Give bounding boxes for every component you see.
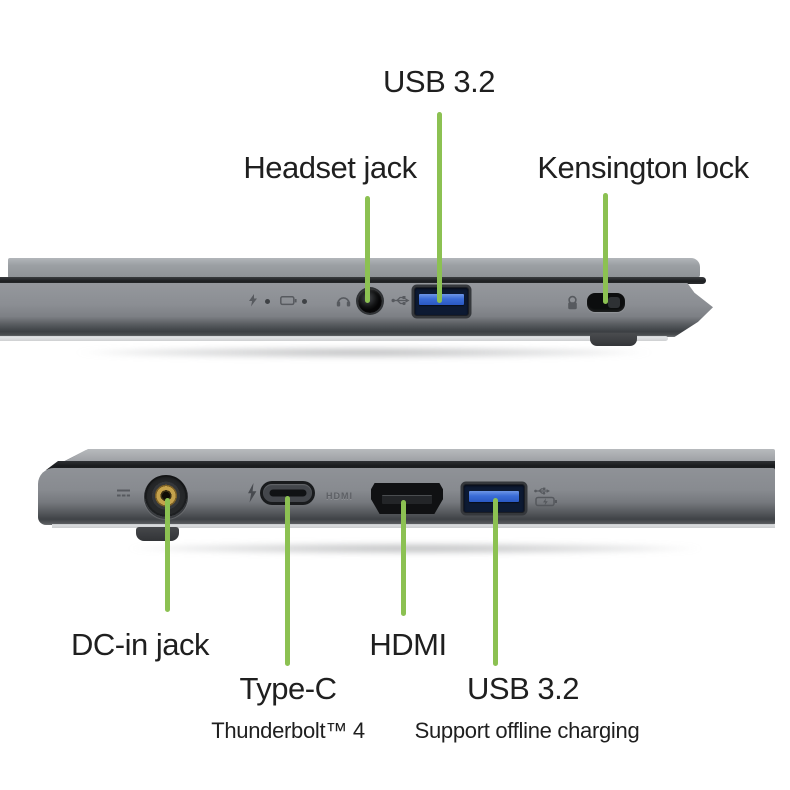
callout-label-kensington-lock: Kensington lock	[537, 150, 749, 185]
usb-a-tongue	[419, 293, 464, 305]
bottom-laptop-rubber-foot	[136, 527, 179, 541]
power-led-icon	[249, 294, 257, 307]
top-laptop-shadow	[0, 345, 736, 360]
bottom-laptop-lid-edge	[62, 449, 775, 463]
hdmi-slot	[381, 494, 433, 505]
headset-jack-port	[358, 289, 382, 313]
callout-sublabel-thunderbolt: Thunderbolt™ 4	[211, 718, 365, 743]
callout-line-usb-bottom	[492, 498, 498, 666]
callout-line-headset-jack	[364, 196, 370, 303]
bottom-laptop-bottom-highlight	[52, 524, 775, 528]
usb-icon	[391, 296, 410, 306]
headset-icon	[336, 297, 351, 307]
hdmi-port	[371, 483, 443, 514]
dc-in-icon	[117, 489, 130, 497]
callout-line-kensington-lock	[602, 193, 608, 304]
kensington-slot-tbar	[608, 297, 620, 308]
top-laptop-bottom-highlight	[0, 336, 668, 341]
battery-led-light	[302, 299, 307, 304]
offline-charging-icon	[534, 487, 557, 507]
usb-a-tongue	[468, 490, 520, 502]
callout-label-headset-jack: Headset jack	[243, 150, 417, 185]
bottom-laptop-shadow	[44, 541, 786, 556]
power-led-light	[265, 299, 270, 304]
callout-label-hdmi: HDMI	[369, 627, 447, 662]
callout-label-dc-in: DC-in jack	[71, 627, 209, 662]
usb-c-port	[263, 484, 312, 502]
usb-c-slot	[269, 489, 306, 497]
battery-led-icon	[280, 296, 297, 306]
top-laptop-lid-edge	[8, 258, 700, 278]
callout-line-type-c	[284, 496, 290, 666]
callout-label-type-c: Type-C	[239, 671, 337, 706]
bottom-laptop-lid-seam	[46, 461, 775, 470]
top-laptop-lid-seam	[0, 277, 706, 284]
callout-label-usb-top: USB 3.2	[383, 64, 495, 99]
callout-line-dc-in	[164, 498, 170, 612]
hdmi-port-marking: HDMI	[326, 491, 353, 501]
callout-line-hdmi	[400, 500, 406, 616]
callout-label-usb-bottom: USB 3.2	[467, 671, 579, 706]
callout-line-usb-top	[436, 112, 442, 303]
usb-a-port	[414, 287, 469, 316]
callout-sublabel-offline-charging: Support offline charging	[414, 718, 640, 743]
top-laptop-rubber-foot	[590, 333, 637, 346]
kensington-lock-icon	[568, 295, 577, 310]
thunderbolt-icon	[248, 483, 257, 503]
